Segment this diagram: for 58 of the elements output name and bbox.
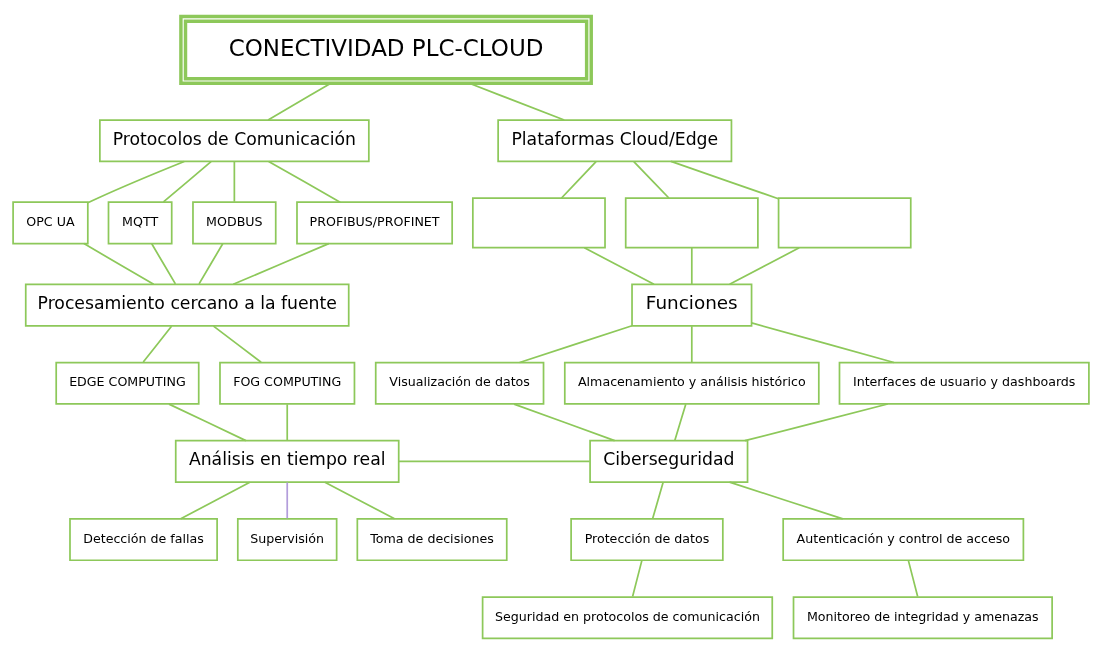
node-box (471, 196, 606, 248)
connector (631, 559, 643, 597)
node-box: FOG COMPUTING (219, 361, 356, 405)
connector (286, 402, 289, 441)
connector (150, 242, 177, 285)
connector (907, 559, 919, 597)
connector (87, 160, 186, 204)
connector (286, 481, 289, 519)
connector (750, 321, 895, 363)
connector (651, 481, 664, 519)
node-box: Monitoreo de integridad y amenazas (792, 595, 1053, 639)
node-box: Visualización de datos (374, 361, 545, 405)
node-box (624, 196, 759, 248)
connector (632, 160, 670, 199)
connector (744, 402, 889, 442)
connector (232, 242, 330, 285)
connector (674, 402, 687, 441)
node-box: PROFIBUS/PROFINET (296, 200, 453, 244)
connector (83, 242, 155, 285)
connector (233, 160, 236, 203)
connector (324, 480, 396, 520)
node-box: EDGE COMPUTING (55, 361, 200, 405)
connector (142, 324, 173, 363)
connector (690, 324, 693, 363)
node-box: Detección de fallas (69, 517, 218, 561)
connector (560, 160, 597, 199)
node-box: Seguridad en protocolos de comunicación (481, 595, 774, 639)
node-box: Protección de datos (570, 517, 724, 561)
node-box: CONECTIVIDAD PLC-CLOUD (179, 14, 593, 85)
node-box: Protocolos de Comunicación (99, 118, 370, 162)
node-box: Ciberseguridad (589, 439, 749, 483)
connector (728, 480, 844, 520)
connector (267, 160, 341, 203)
connector (212, 324, 262, 363)
connector (670, 160, 780, 200)
node-box: Autenticación y control de acceso (782, 517, 1025, 561)
connector (179, 480, 251, 520)
connector (583, 246, 655, 285)
connector (728, 246, 801, 285)
connector (162, 160, 212, 203)
node-box: MQTT (107, 200, 173, 244)
node-box: Almacenamiento y análisis histórico (563, 361, 820, 405)
connector (168, 402, 247, 441)
connector (518, 324, 633, 363)
connector (690, 246, 693, 285)
node-box: Plataformas Cloud/Edge (497, 118, 733, 162)
node-box: Análisis en tiempo real (174, 439, 400, 483)
node-box: Toma de decisiones (356, 517, 508, 561)
node-box: Procesamiento cercano a la fuente (24, 283, 350, 327)
node-box: Interfaces de usuario y dashboards (838, 361, 1090, 405)
connector (198, 242, 224, 285)
connector (513, 402, 616, 441)
node-box: Supervisión (236, 517, 338, 561)
node-box: OPC UA (12, 200, 89, 244)
node-box: MODBUS (192, 200, 277, 244)
connector (398, 460, 591, 462)
node-box (777, 196, 912, 248)
node-box: Funciones (631, 283, 753, 327)
